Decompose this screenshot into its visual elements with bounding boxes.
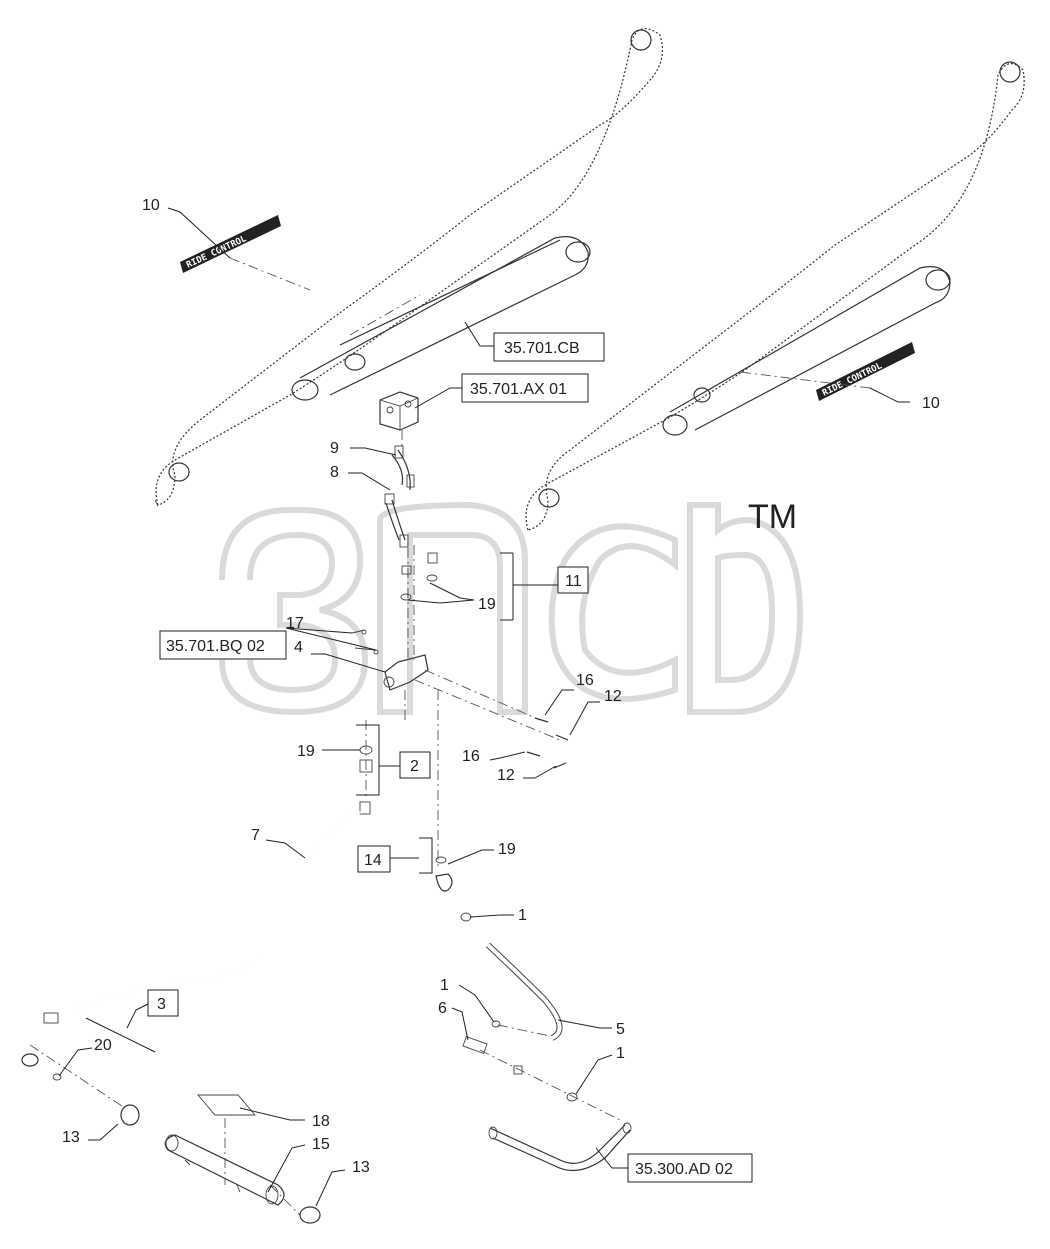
hose-7 [43,811,363,1024]
callout-9: 9 [330,440,339,457]
callout-13-right: 13 [352,1159,370,1176]
ref-35-701-ax-01: 35.701.AX 01 [470,381,567,398]
callout-16-lower: 16 [462,748,480,765]
callout-20: 20 [94,1037,112,1054]
ref-35-701-cb: 35.701.CB [504,340,580,357]
decal-right: RIDE CONTROL [816,342,915,401]
callout-10-left: 10 [142,197,160,214]
callout-10-right: 10 [922,395,940,412]
left-lift-cylinder [291,236,591,401]
callout-19-upper: 19 [478,596,496,613]
valve-block [379,391,419,431]
decal-left: RIDE CONTROL [180,215,281,273]
assembly-box-2: 2 [410,758,419,775]
pipe-35-300 [488,1122,632,1172]
hose-5 [485,942,563,1041]
right-lift-cylinder [662,266,951,436]
assembly-box-14: 14 [364,852,382,869]
callout-17: 17 [286,615,304,632]
callout-4: 4 [294,639,303,656]
assembly-boxes: 11 2 14 3 [147,566,589,1017]
ref-35-701-bq-02: 35.701.BQ 02 [166,638,265,655]
left-boom-arm [154,28,663,507]
callout-1-middle: 1 [440,977,449,994]
callout-12-lower: 12 [497,767,515,784]
leader-lines [58,207,910,1207]
watermark-tm: TM [748,498,797,536]
callout-1-lower: 1 [616,1045,625,1062]
bolts-right [526,717,569,769]
fittings-6 [462,1020,621,1121]
fitting-assembly-14 [435,856,472,922]
watermark-logo: TM [219,498,804,716]
callout-15: 15 [312,1136,330,1153]
callout-13-left: 13 [62,1129,80,1146]
decal-right-text: RIDE CONTROL [821,361,884,399]
reference-boxes: 35.701.CB 35.701.AX 01 35.701.BQ 02 35.3… [159,332,753,1183]
callout-18: 18 [312,1113,330,1130]
fittings-assembly-2 [359,720,373,815]
callouts: 10 10 9 8 19 17 4 16 12 19 16 12 7 19 1 … [62,197,940,1176]
callout-1-upper: 1 [518,907,527,924]
callout-19-left: 19 [297,743,315,760]
ref-35-300-ad-02: 35.300.AD 02 [635,1161,733,1178]
accumulator-assembly [21,1044,321,1224]
callout-7: 7 [251,827,260,844]
callout-16-upper: 16 [576,672,594,689]
callout-6: 6 [438,1000,447,1017]
callout-8: 8 [330,464,339,481]
assembly-box-11: 11 [565,573,582,590]
control-valve [351,629,561,870]
right-boom-arm [525,61,1025,531]
callout-19-lower: 19 [498,841,516,858]
callout-12-upper: 12 [604,688,622,705]
callout-5: 5 [616,1021,625,1038]
decal-left-text: RIDE CONTROL [185,234,249,271]
hydraulic-tubes [384,430,438,660]
assembly-box-3: 3 [157,996,166,1013]
